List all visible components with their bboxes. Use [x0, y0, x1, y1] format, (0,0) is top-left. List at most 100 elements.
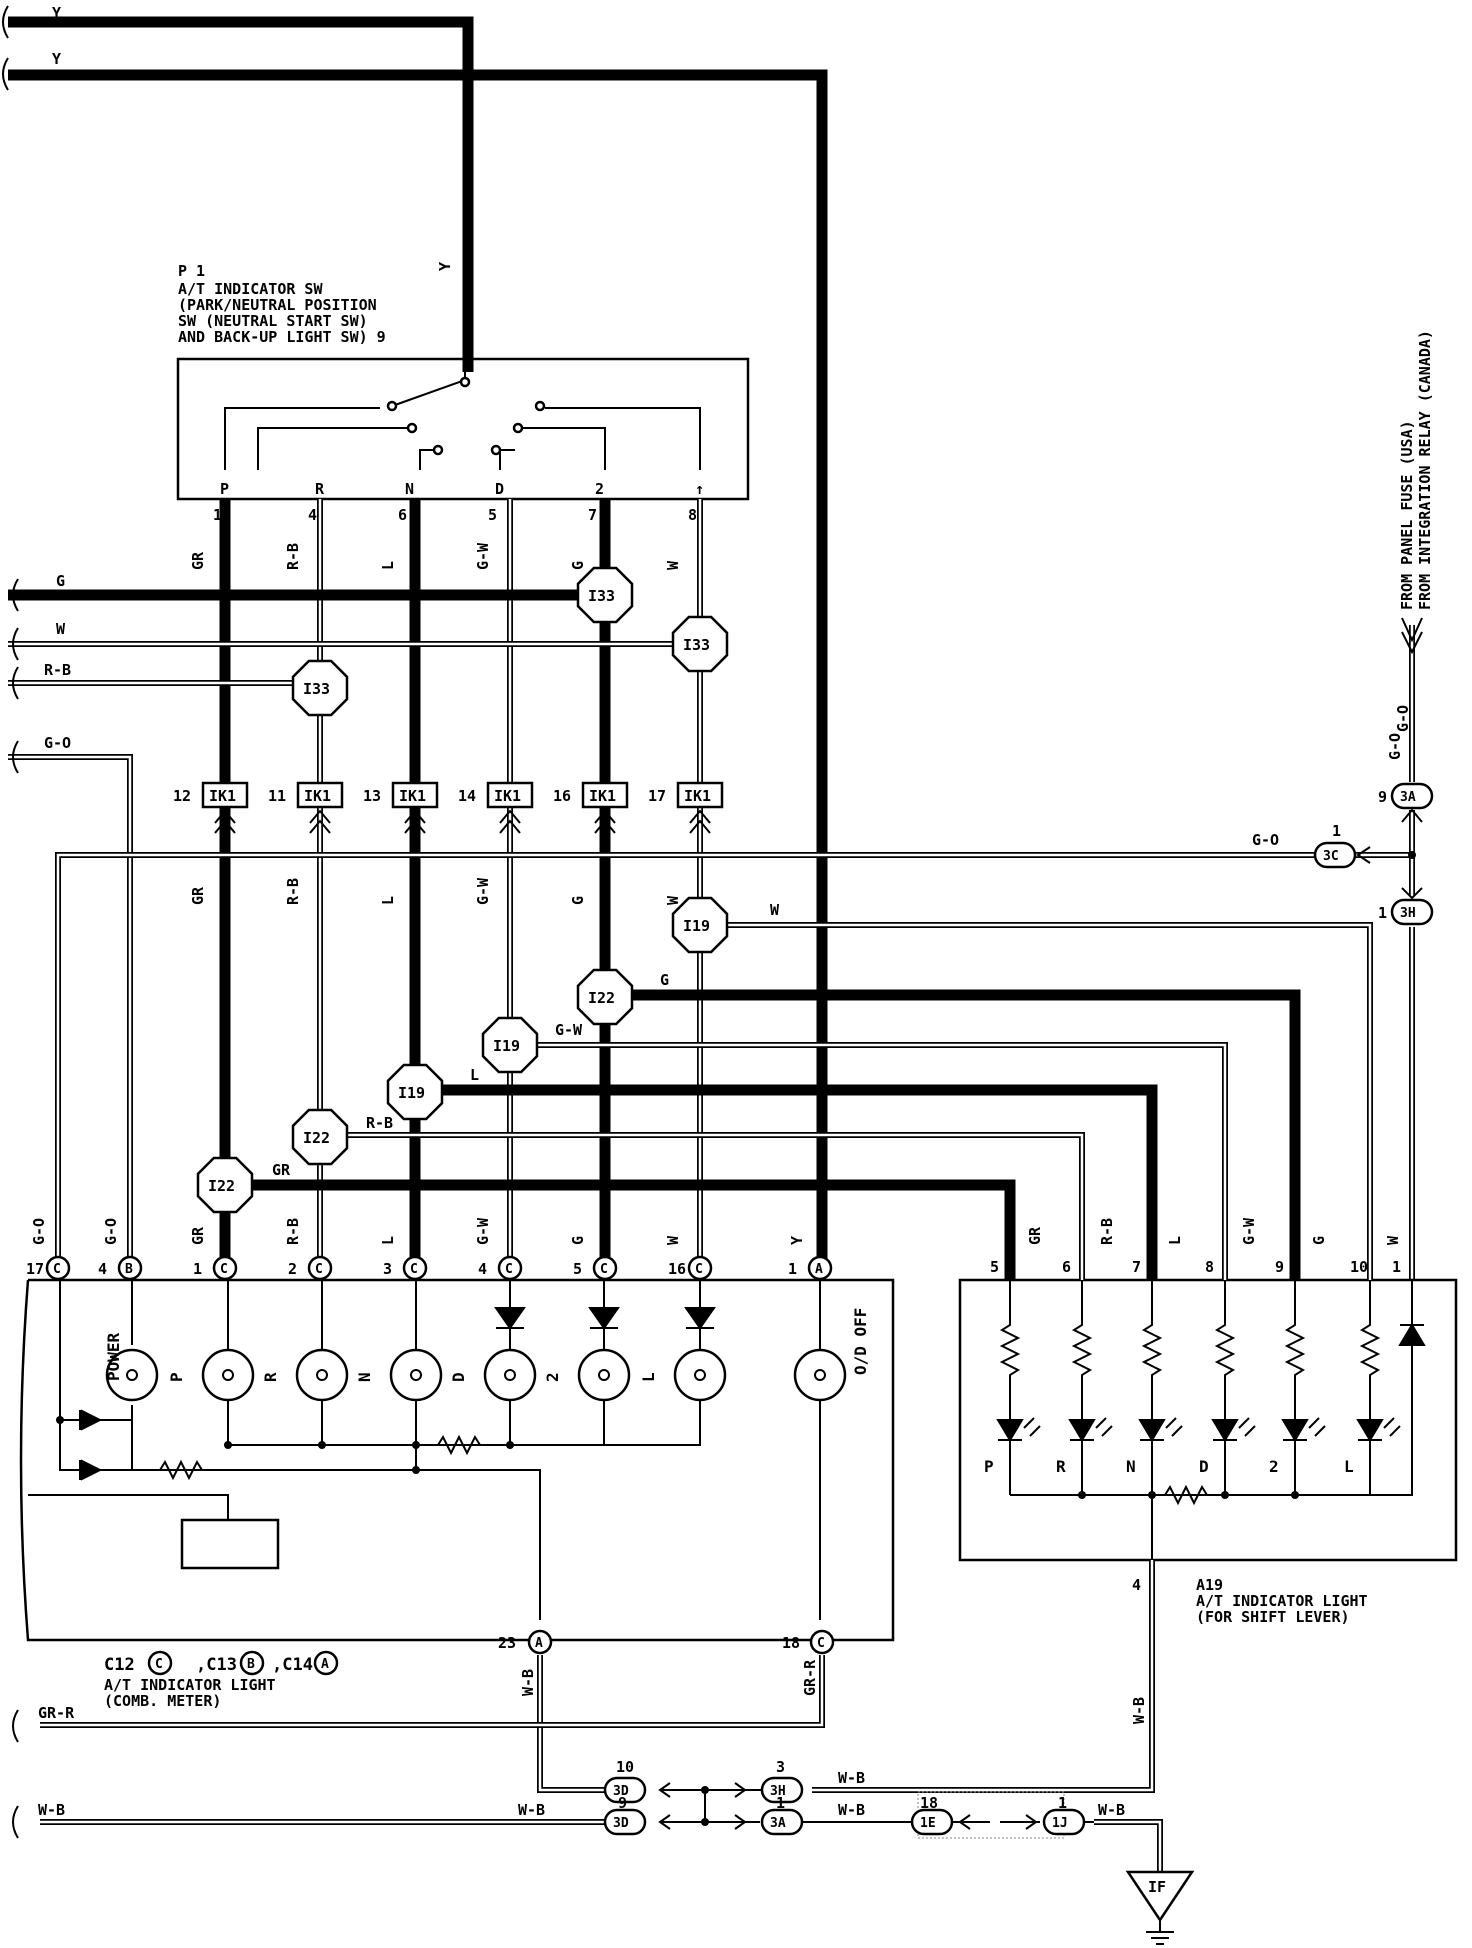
meter-conn-3-letter: C [315, 1262, 323, 1277]
lever-label-gr: GR [1026, 1226, 1044, 1245]
meter-bulb-3 [389, 1348, 443, 1402]
feed-text-2: FROM INTEGRATION RELAY (CANADA) [1416, 330, 1434, 610]
connector-3h-bottom-label: 3H [770, 1784, 786, 1799]
meter-conn-2-letter: C [220, 1262, 228, 1277]
connector-3d-upper-label: 3D [613, 1784, 629, 1799]
lever-label-g: G [1310, 1236, 1328, 1245]
meter-title-b [239, 1650, 265, 1676]
meter-gauge-block [180, 1518, 280, 1570]
junction-i22-g-label: I22 [588, 989, 615, 1007]
meter-bulb-1 [201, 1348, 255, 1402]
column-label-mid-5: W [664, 895, 682, 905]
route-gr-lever [225, 1179, 1016, 1280]
connector-ik1-5 [676, 781, 724, 809]
connector-1e-label: 1E [920, 1816, 936, 1831]
route-label-w: W [770, 901, 780, 919]
connector-ik1-4-pin: 16 [553, 787, 571, 805]
connector-ik1-0-arrow [214, 809, 236, 834]
column-label-bot-0: GR [189, 1226, 207, 1245]
wire-label-wb-23: W-B [519, 1669, 537, 1696]
meter-conn-2 [212, 1255, 238, 1281]
meter-name-1: A/T INDICATOR LIGHT [104, 1676, 276, 1694]
switch-name-2: (PARK/NEUTRAL POSITION [178, 296, 377, 314]
meter-pin-3: 2 [288, 1260, 297, 1278]
column-label-top-3: G-W [474, 542, 492, 570]
meter-bottom-pin-18: 18 [782, 1634, 800, 1652]
connector-ik1-3 [486, 781, 534, 809]
lever-led-3 [1211, 1419, 1239, 1442]
lever-lamp-label-0: P [984, 1457, 994, 1476]
route-g-lever [605, 989, 1301, 1280]
meter-bulb-4 [483, 1348, 537, 1402]
meter-diode-1 [588, 1307, 620, 1330]
meter-pin-2: 1 [193, 1260, 202, 1278]
meter-pin-8: 1 [788, 1260, 797, 1278]
switch-pin-5: 8 [688, 506, 697, 524]
lever-node-0 [1078, 1491, 1086, 1499]
lever-pin-3: 8 [1205, 1258, 1214, 1276]
lever-led-2 [1138, 1419, 1166, 1442]
column-label-top-5: W [664, 560, 682, 570]
switch-pos-2: N [405, 480, 414, 498]
junction-i19-gw [481, 1016, 539, 1074]
connector-3d-lower [603, 1808, 647, 1836]
lever-pin-0: 5 [990, 1258, 999, 1276]
y-wires: Y Y Y [2, 4, 828, 1265]
connector-ik1-1 [296, 781, 344, 809]
ground-symbol [1125, 1870, 1195, 1923]
lever-pin-5: 10 [1350, 1258, 1368, 1276]
connector-3a-top-arrow [1401, 808, 1423, 823]
connector-3h-top [1390, 898, 1434, 926]
meter-conn-7-letter: C [695, 1262, 703, 1277]
ground-arrow-0 [658, 1782, 671, 1798]
wire-label-wb-mid: W-B [518, 1801, 545, 1819]
wire-label-y3: Y [436, 262, 454, 271]
ground-arrow-4 [958, 1814, 971, 1830]
lever-resistor-0 [999, 1280, 1021, 1420]
connector-1e-pin: 18 [920, 1794, 938, 1812]
connector-ik1-1-pin: 11 [268, 787, 286, 805]
wire-label-grr-18: GR-R [801, 1659, 819, 1696]
route-l-lever [415, 1084, 1158, 1280]
column-label-mid-4: G [569, 896, 587, 905]
meter-resistor-2 [437, 1434, 481, 1456]
route-label-gw: G-W [555, 1021, 583, 1039]
meter-title-c13: ,C13 [196, 1655, 237, 1675]
wire-label-wb-1j: W-B [1098, 1801, 1125, 1819]
wire-label-go-feed: G-O [1386, 733, 1404, 760]
lever-label-w: W [1384, 1235, 1402, 1245]
switch-pin-1: 4 [308, 506, 317, 524]
wire-label-w: W [56, 620, 66, 638]
switch-pin-3: 5 [488, 506, 497, 524]
meter-bottom-conn-18-letter: C [817, 1636, 825, 1651]
wire-label-wb-3h: W-B [838, 1769, 865, 1787]
lever-resistor-3 [1214, 1280, 1236, 1420]
column-label-top-2: L [379, 561, 397, 570]
meter-title-c14: ,C14 [272, 1655, 313, 1675]
meter-conn-6 [592, 1255, 618, 1281]
connector-ik1-4 [581, 781, 629, 809]
lever-lamp-label-3: D [1199, 1457, 1209, 1476]
connector-ik1-2-arrow [404, 809, 426, 834]
lever-led-1 [1068, 1419, 1096, 1442]
switch-pin-4: 7 [588, 506, 597, 524]
lever-node-1 [1148, 1491, 1156, 1499]
connector-3c-label: 3C [1323, 849, 1339, 864]
meter-conn-8 [807, 1255, 833, 1281]
junction-i22-g [576, 968, 634, 1026]
meter-bulb-filament-2 [316, 1369, 328, 1381]
wire-break-3 [12, 740, 19, 774]
lever-resistor-2 [1141, 1280, 1163, 1420]
connector-ik1-5-label: IK1 [684, 787, 711, 805]
route-gw-lever-inner [510, 1043, 1227, 1280]
meter-title-b-letter: B [247, 1657, 255, 1672]
meter-bulb-filament-3 [410, 1369, 422, 1381]
junction-i33-g [576, 566, 634, 624]
junction-i22-rb [291, 1108, 349, 1166]
connector-3a-bottom-pin: 1 [776, 1794, 785, 1812]
wire-go-3c-inner [56, 853, 1330, 1268]
lever-ground-pin: 4 [1132, 1576, 1141, 1594]
lever-label-gw: G-W [1240, 1217, 1258, 1245]
column-label-top-1: R-B [284, 543, 302, 570]
connector-3d-lower-label: 3D [613, 1816, 629, 1831]
